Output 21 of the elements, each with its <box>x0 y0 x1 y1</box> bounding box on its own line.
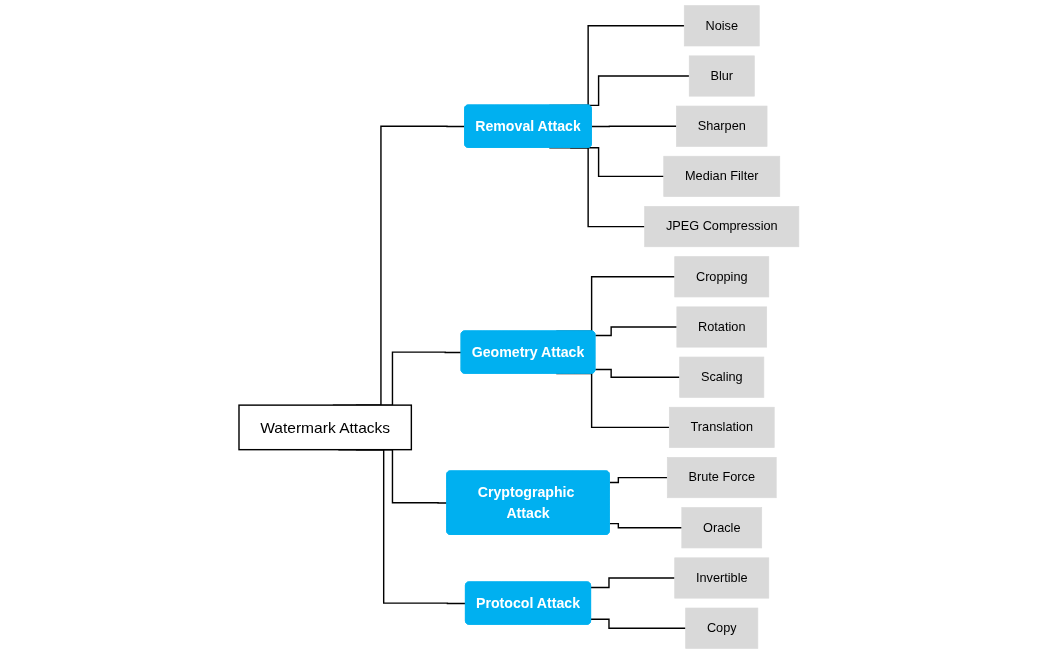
node-box: Sharpen <box>675 105 767 147</box>
node-box: Noise <box>683 5 760 47</box>
node-box: Cropping <box>673 256 769 298</box>
connector <box>589 618 686 629</box>
connector <box>594 326 678 337</box>
node-box: Translation <box>668 406 775 448</box>
node-box: Rotation <box>676 306 767 348</box>
connector <box>589 577 675 589</box>
node-box: Brute Force <box>666 457 777 499</box>
node-box: Oracle <box>681 507 762 549</box>
node-box: Scaling <box>678 356 764 398</box>
connector <box>608 522 683 529</box>
node-box: Blur <box>688 55 755 97</box>
node-box: Median Filter <box>663 155 780 197</box>
connector <box>590 125 677 128</box>
node-box: JPEG Compression <box>643 206 799 248</box>
node-box: Copy <box>684 607 758 649</box>
node-box: Watermark Attacks <box>237 404 412 451</box>
connector <box>594 368 680 378</box>
connector <box>608 476 668 484</box>
node-box: Invertible <box>673 557 769 599</box>
